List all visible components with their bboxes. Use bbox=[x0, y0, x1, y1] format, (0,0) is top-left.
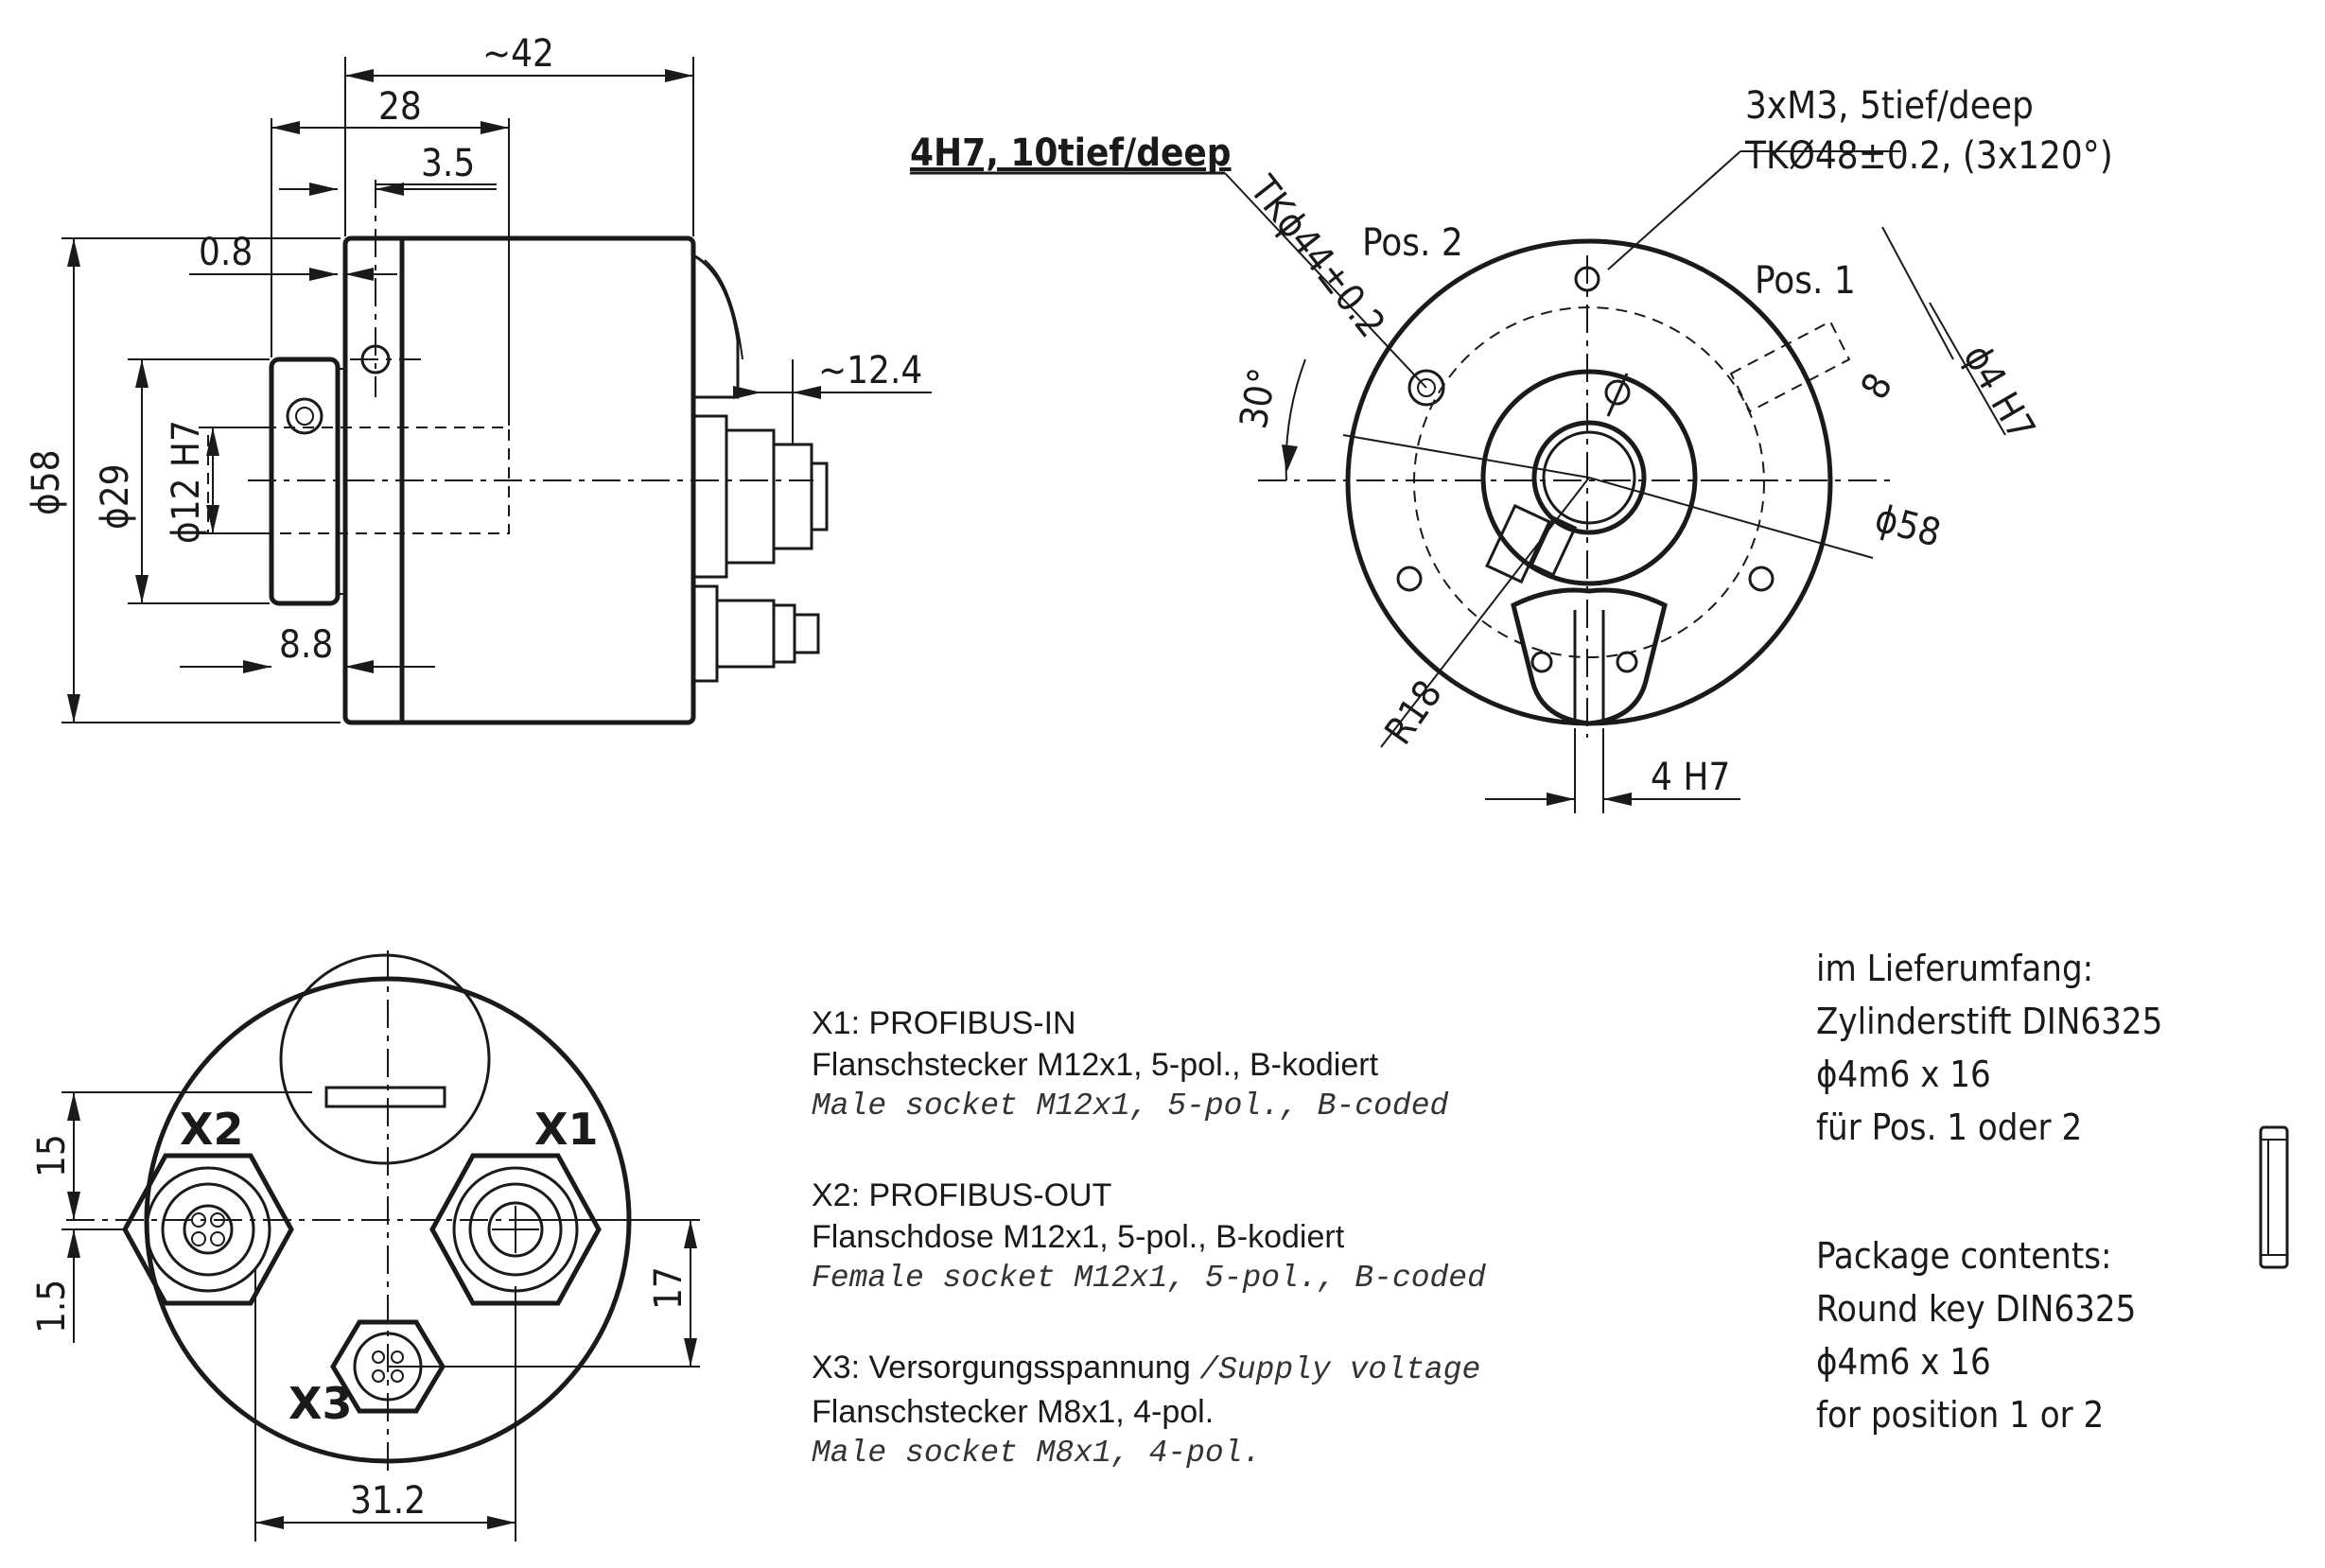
legend-x1-en: Male socket M12x1, 5-pol., B-coded bbox=[812, 1089, 1449, 1124]
pos1: Pos. 1 bbox=[1755, 259, 1856, 303]
dim-58: ϕ58 bbox=[25, 449, 68, 515]
cover-cap bbox=[279, 953, 491, 1165]
dim-8: 8 bbox=[1853, 366, 1901, 407]
pos2: Pos. 2 bbox=[1362, 221, 1463, 265]
dim-31-2: 31.2 bbox=[350, 1479, 426, 1523]
legend-x3: X3: Versorgungsspannung /Supply voltage … bbox=[812, 1347, 1644, 1474]
legend-x3-de: Flanschstecker M8x1, 4-pol. bbox=[812, 1394, 1215, 1430]
shaft-bore-hidden bbox=[207, 427, 510, 534]
legend-x2-de: Flanschdose M12x1, 5-pol., B-kodiert bbox=[812, 1219, 1345, 1255]
x1-hex-nut bbox=[429, 1153, 602, 1306]
legend-x2-title: X2: PROFIBUS-OUT bbox=[812, 1177, 1112, 1213]
legend-x1-title: X1: PROFIBUS-IN bbox=[812, 1005, 1076, 1041]
label-x1: X1 bbox=[534, 1104, 598, 1155]
dim-29: ϕ29 bbox=[94, 463, 137, 530]
bolt-circle bbox=[1413, 306, 1765, 658]
housing-outline bbox=[1345, 238, 1833, 726]
legend-x3-title-en: /Supply voltage bbox=[1199, 1352, 1481, 1387]
pkg-de-line3: für Pos. 1 oder 2 bbox=[1816, 1106, 2083, 1148]
package-contents-de: im Lieferumfang: Zylinderstift DIN6325 ϕ… bbox=[1816, 942, 2213, 1154]
pkg-de-line1: Zylinderstift DIN6325 bbox=[1816, 1001, 2163, 1042]
dim-12-4: ~12.4 bbox=[818, 349, 922, 392]
dim-58-front: ϕ58 bbox=[1870, 497, 1945, 555]
mounting-hole-left bbox=[1396, 566, 1423, 592]
pin-hole-pos2 bbox=[1407, 369, 1445, 407]
front-view: 30° 4H7, 10tief/deep TKϕ44±0.2 Pos. 2 3x… bbox=[910, 84, 2113, 813]
pkg-de-heading: im Lieferumfang: bbox=[1816, 948, 2094, 989]
pkg-de-line2: ϕ4m6 x 16 bbox=[1816, 1054, 1991, 1095]
legend-x1-de: Flanschstecker M12x1, 5-pol., B-kodiert bbox=[812, 1047, 1379, 1083]
legend-x3-en: Male socket M8x1, 4-pol. bbox=[812, 1436, 1262, 1471]
rear-view: X2 X1 X3 15 1.5 17 3 bbox=[30, 950, 700, 1542]
dim-17: 17 bbox=[647, 1266, 691, 1310]
dim-28: 28 bbox=[378, 85, 422, 129]
dim-4h7-bottom: 4 H7 bbox=[1651, 756, 1730, 799]
dim-42: ~42 bbox=[482, 32, 554, 76]
label-x3: X3 bbox=[288, 1378, 352, 1429]
legend-x2-en: Female socket M12x1, 5-pol., B-coded bbox=[812, 1261, 1486, 1296]
x3-hex-nut bbox=[330, 1319, 446, 1414]
package-contents-en: Package contents: Round key DIN6325 ϕ4m6… bbox=[1816, 1229, 2213, 1441]
pkg-en-line1: Round key DIN6325 bbox=[1816, 1288, 2137, 1330]
stator-coupling bbox=[1511, 587, 1668, 726]
callout-4h7: 4H7, 10tief/deep bbox=[910, 131, 1232, 175]
cylinder-pin-icon bbox=[2259, 1125, 2289, 1269]
pkg-en-line3: for position 1 or 2 bbox=[1816, 1394, 2105, 1436]
dim-12h7: ϕ12 H7 bbox=[165, 420, 208, 544]
side-view: ~42 28 3.5 0.8 ~12.4 ϕ58 ϕ29 bbox=[25, 32, 932, 725]
mounting-hole-right bbox=[1748, 566, 1774, 592]
dim-3-5: 3.5 bbox=[421, 142, 475, 185]
dim-4h7-side: ϕ4 H7 bbox=[1954, 338, 2043, 448]
dim-0-8: 0.8 bbox=[199, 231, 253, 274]
legend-x2: X2: PROFIBUS-OUT Flanschdose M12x1, 5-po… bbox=[812, 1175, 1644, 1299]
dim-8-8: 8.8 bbox=[279, 623, 333, 667]
dim-r18: R18 bbox=[1377, 672, 1451, 752]
label-x2: X2 bbox=[180, 1104, 243, 1155]
hollow-shaft bbox=[1531, 420, 1647, 535]
pkg-en-line2: ϕ4m6 x 16 bbox=[1816, 1341, 1991, 1383]
dim-15: 15 bbox=[30, 1134, 74, 1177]
dim-1-5: 1.5 bbox=[30, 1280, 74, 1333]
thread-line2: TKØ48±0.2, (3x120°) bbox=[1744, 134, 2113, 178]
legend-x1: X1: PROFIBUS-IN Flanschstecker M12x1, 5-… bbox=[812, 1002, 1644, 1127]
thread-line1: 3xM3, 5tief/deep bbox=[1745, 84, 2034, 128]
angle-30: 30° bbox=[1232, 365, 1285, 432]
pkg-en-heading: Package contents: bbox=[1816, 1235, 2112, 1277]
legend-x3-title: X3: Versorgungsspannung bbox=[812, 1350, 1200, 1385]
